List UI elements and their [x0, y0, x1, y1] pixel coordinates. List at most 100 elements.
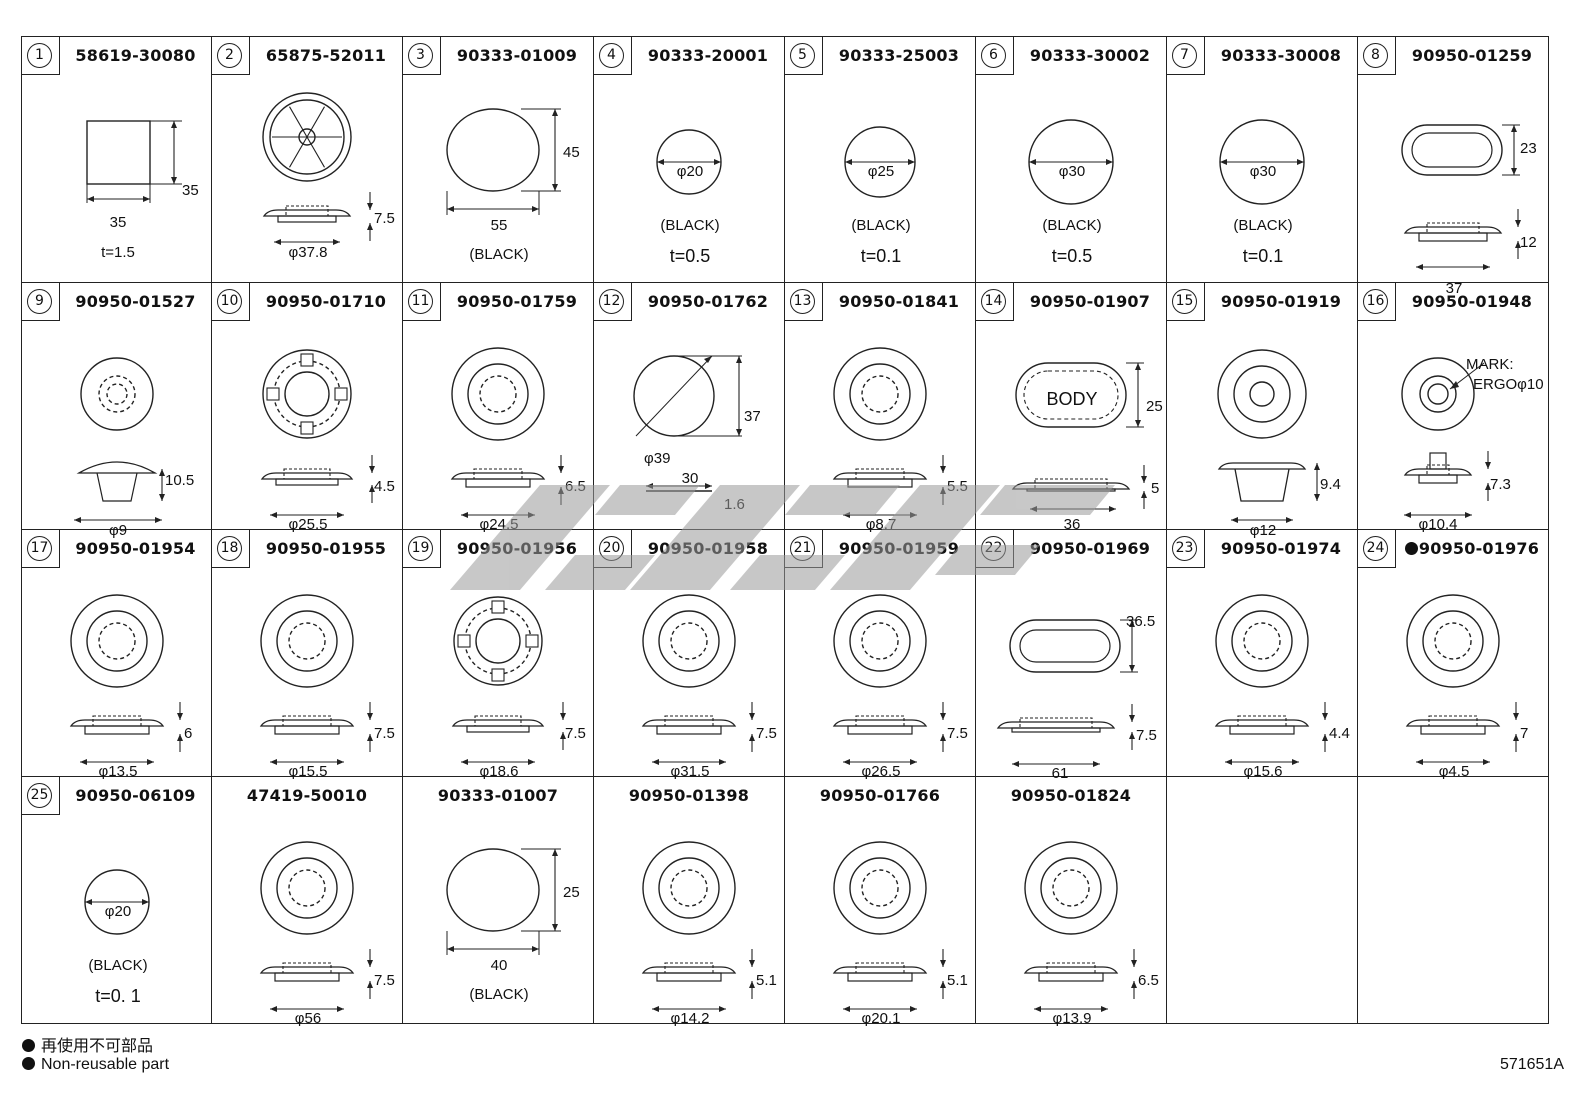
item-number-box: 6 [976, 37, 1014, 75]
dimension-label: φ30 [1058, 163, 1086, 180]
item-number: 15 [1172, 289, 1197, 314]
part-drawing-svg [1219, 119, 1305, 205]
part-number: 90950-01527 [60, 292, 211, 311]
part-number: 90950-01762 [632, 292, 784, 311]
part-drawing-svg [446, 108, 561, 215]
part-drawing [1167, 815, 1358, 1024]
dimension-label: 5.1 [947, 972, 968, 989]
item-number: 23 [1172, 536, 1197, 561]
dimension-label: 35 [182, 182, 199, 199]
part-number: 90333-30008 [1205, 46, 1357, 65]
part-number-text: 90950-01958 [647, 539, 769, 558]
item-number: 5 [790, 43, 815, 68]
part-drawing-svg [996, 619, 1138, 767]
part-number: 90950-01766 [785, 786, 975, 805]
part-number: 47419-50010 [212, 786, 402, 805]
dimension-label: φ20 [104, 903, 132, 920]
part-number-text: 47419-50010 [246, 786, 368, 805]
dimension-label: t=0.1 [860, 246, 902, 266]
item-number-box: 9 [22, 283, 60, 321]
part-number: 90950-01907 [1014, 292, 1166, 311]
part-drawing-svg [832, 347, 946, 518]
part-number-text: 90950-01976 [1418, 539, 1540, 558]
dimension-label: 5 [1151, 480, 1160, 497]
dimension-label: t=0.5 [669, 246, 711, 266]
item-number: 17 [27, 536, 52, 561]
item-number-box: 17 [22, 530, 60, 568]
dimension-label: MARK: [1466, 356, 1514, 373]
part-number: 90333-30002 [1014, 46, 1166, 65]
dimension-label: 7.5 [1136, 727, 1157, 744]
part-number: 90950-01759 [441, 292, 593, 311]
part-drawing-svg [1011, 362, 1147, 512]
dimension-label: φ20 [676, 163, 704, 180]
part-number: 90950-01958 [632, 539, 784, 558]
part-number-text: 90950-01907 [1029, 292, 1151, 311]
part-number: 65875-52011 [250, 46, 402, 65]
dimension-label: 12 [1520, 234, 1537, 251]
part-number: 58619-30080 [60, 46, 211, 65]
part-drawing-svg [1023, 841, 1137, 1012]
dimension-label: (BLACK) [660, 217, 720, 234]
item-number: 12 [599, 289, 624, 314]
part-drawing-svg [641, 594, 755, 765]
dimension-label: 40 [490, 957, 508, 974]
item-number-box: 23 [1167, 530, 1205, 568]
part-number-text: 90950-01824 [1010, 786, 1132, 805]
item-number-box: 20 [594, 530, 632, 568]
part-number: 90950-01959 [823, 539, 975, 558]
dimension-label: 5.1 [756, 972, 777, 989]
legend-jp-text: 再使用不可部品 [41, 1038, 154, 1055]
dimension-label: 30 [681, 470, 699, 487]
part-drawing-svg [656, 129, 722, 195]
part-number-text: 90950-01527 [75, 292, 196, 311]
dimension-label: 6.5 [565, 478, 586, 495]
part-number-text: 90950-01710 [265, 292, 387, 311]
part-drawing-svg [1028, 119, 1114, 205]
dimension-label: φ25.5 [288, 516, 328, 533]
part-cell [1167, 777, 1358, 1024]
part-drawing: φ20(BLACK)t=0. 1 [22, 815, 213, 1024]
item-number-box: 2 [212, 37, 250, 75]
item-number: 14 [981, 289, 1006, 314]
part-drawing-svg [86, 120, 182, 203]
dimension-label: 1.6 [724, 496, 745, 513]
dimension-label: ERGOφ10 [1473, 376, 1544, 393]
dimension-label: 7.5 [374, 725, 395, 742]
part-drawing: φ30(BLACK)t=0.5 [976, 75, 1167, 284]
part-number-text: 90950-01955 [265, 539, 387, 558]
dimension-label: BODY [1046, 389, 1098, 409]
part-drawing-svg [84, 869, 150, 935]
part-number-text: 90950-01919 [1220, 292, 1342, 311]
item-number: 13 [790, 289, 815, 314]
dimension-label: 7.5 [756, 725, 777, 742]
non-reusable-dot-icon [22, 1039, 35, 1052]
part-number: 90950-01954 [60, 539, 211, 558]
part-number-text: 65875-52011 [265, 46, 387, 65]
part-number: 90950-01955 [250, 539, 402, 558]
part-number-text: 90950-01969 [1029, 539, 1151, 558]
dimension-label: φ10.4 [1418, 516, 1458, 533]
dimension-label: (BLACK) [469, 246, 529, 263]
